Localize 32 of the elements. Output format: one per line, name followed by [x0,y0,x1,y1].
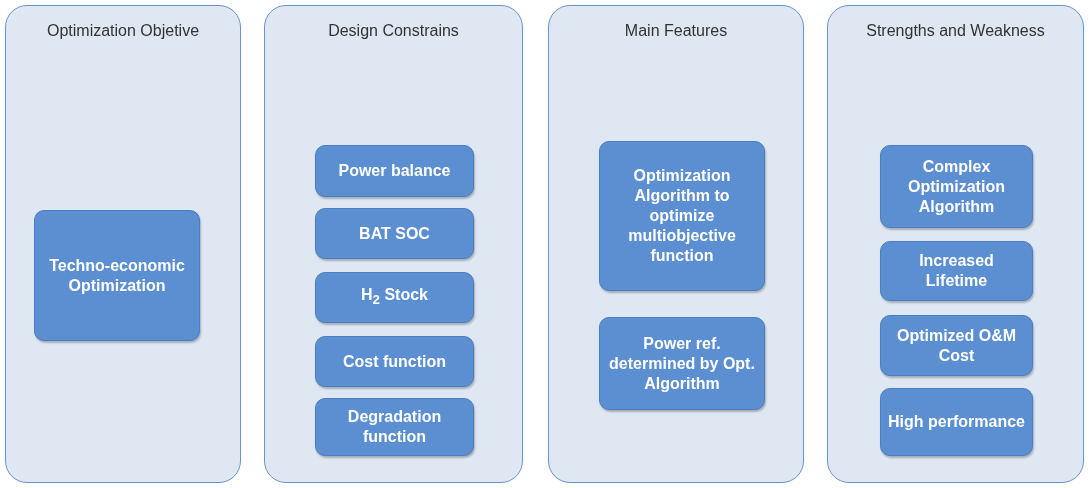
process-box [880,241,1033,301]
box-label: Increased Lifetime [918,251,995,291]
category-panel [264,5,523,483]
box-label: Techno-economic Optimization [48,255,186,296]
box-label: High performance [887,412,1026,432]
process-box [315,208,474,259]
process-box [315,336,474,387]
box-label: Cost function [341,351,448,372]
process-box [880,388,1033,456]
box-label: Optimization Algorithm to optimize multiobjective function [627,166,737,266]
category-panel [548,5,804,483]
box-label: Complex Optimization Algorithm [907,156,1006,217]
panel-heading: Design Constrains [327,21,460,41]
panel-heading: Main Features [623,21,729,41]
process-box [315,145,474,197]
process-box [880,315,1033,376]
box-label: Degradation function [346,407,443,447]
process-box [599,317,765,410]
process-box [34,210,200,341]
box-label: Power balance [337,161,452,181]
box-label: Optimized O&M Cost [895,325,1018,366]
category-panel [827,5,1084,483]
process-box [315,398,474,456]
box-label: Power ref. determined by Opt. Algorithm [608,333,756,394]
process-box [315,272,474,323]
panel-heading: Strengths and Weakness [865,21,1046,41]
category-panel [5,5,241,483]
process-box [599,141,765,291]
box-label: H$_{2}$ Stock [360,284,429,310]
box-label: BAT SOC [358,223,431,244]
panel-heading: Optimization Objetive [45,21,201,41]
process-box [880,145,1033,228]
